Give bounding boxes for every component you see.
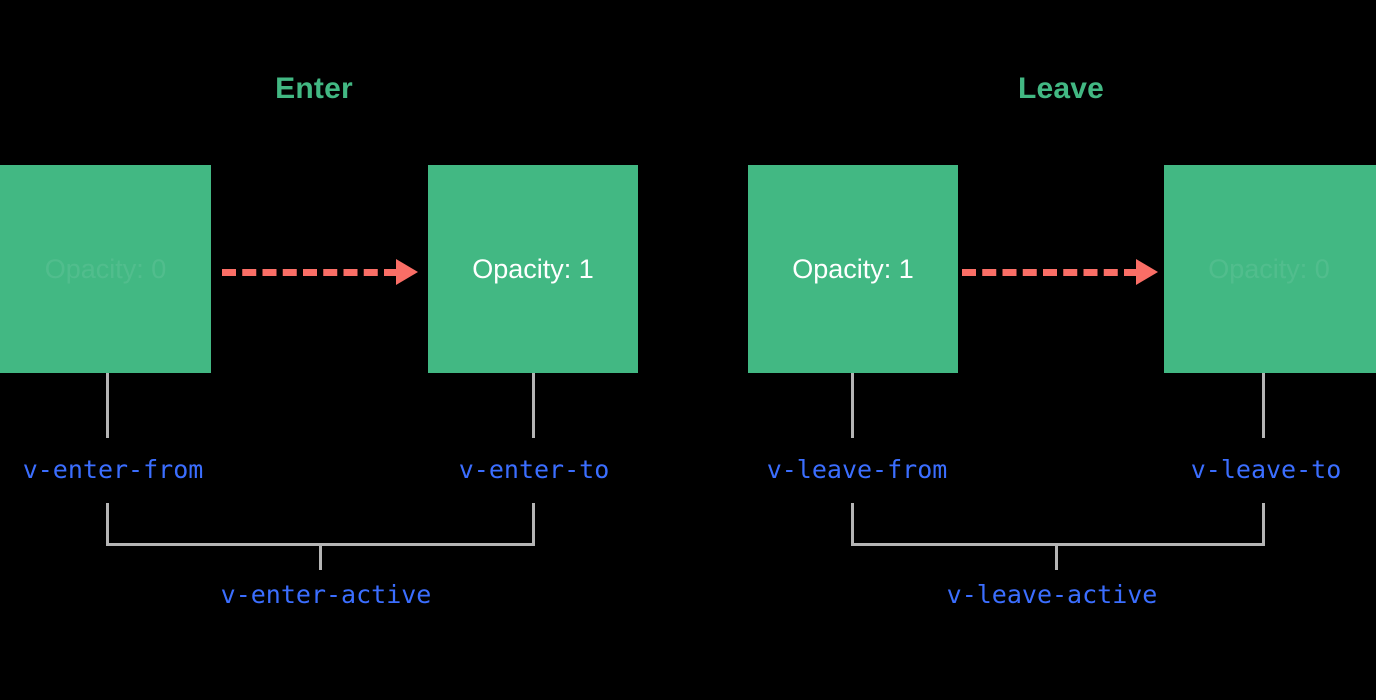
connector-stem-leave-from	[851, 373, 854, 438]
class-label-v-leave-active: v-leave-active	[946, 580, 1158, 609]
state-box-leave-from: Opacity: 1	[748, 165, 958, 373]
class-label-v-enter-from: v-enter-from	[22, 455, 204, 484]
transition-arrow-leave	[962, 259, 1158, 285]
opacity-value-leave-from: Opacity: 1	[792, 253, 914, 284]
class-label-v-enter-to: v-enter-to	[458, 455, 610, 484]
arrow-shaft-enter	[222, 268, 398, 276]
arrow-shaft-leave	[962, 268, 1138, 276]
connector-stem-leave-to	[1262, 373, 1265, 438]
arrow-head-leave	[1136, 259, 1158, 285]
opacity-value-leave-to: Opacity: 0	[1208, 253, 1330, 284]
opacity-value-enter-from: Opacity: 0	[44, 253, 167, 284]
arrow-head-enter	[396, 259, 418, 285]
bracket-leave-active	[851, 503, 1265, 546]
state-box-leave-to: Opacity: 0	[1164, 165, 1376, 373]
class-label-v-leave-to: v-leave-to	[1190, 455, 1342, 484]
bracket-enter-active	[106, 503, 535, 546]
transition-arrow-enter	[222, 259, 418, 285]
connector-stem-enter-to	[532, 373, 535, 438]
state-box-enter-to: Opacity: 1	[428, 165, 638, 373]
phase-heading-leave: Leave	[1017, 72, 1105, 105]
connector-stem-enter-from	[106, 373, 109, 438]
class-label-v-enter-active: v-enter-active	[220, 580, 432, 609]
opacity-value-enter-to: Opacity: 1	[472, 253, 594, 284]
bracket-stem-enter-active	[319, 543, 322, 570]
state-box-enter-from: Opacity: 0	[0, 165, 211, 373]
class-label-v-leave-from: v-leave-from	[766, 455, 948, 484]
bracket-stem-leave-active	[1055, 543, 1058, 570]
phase-heading-enter: Enter	[275, 72, 353, 105]
